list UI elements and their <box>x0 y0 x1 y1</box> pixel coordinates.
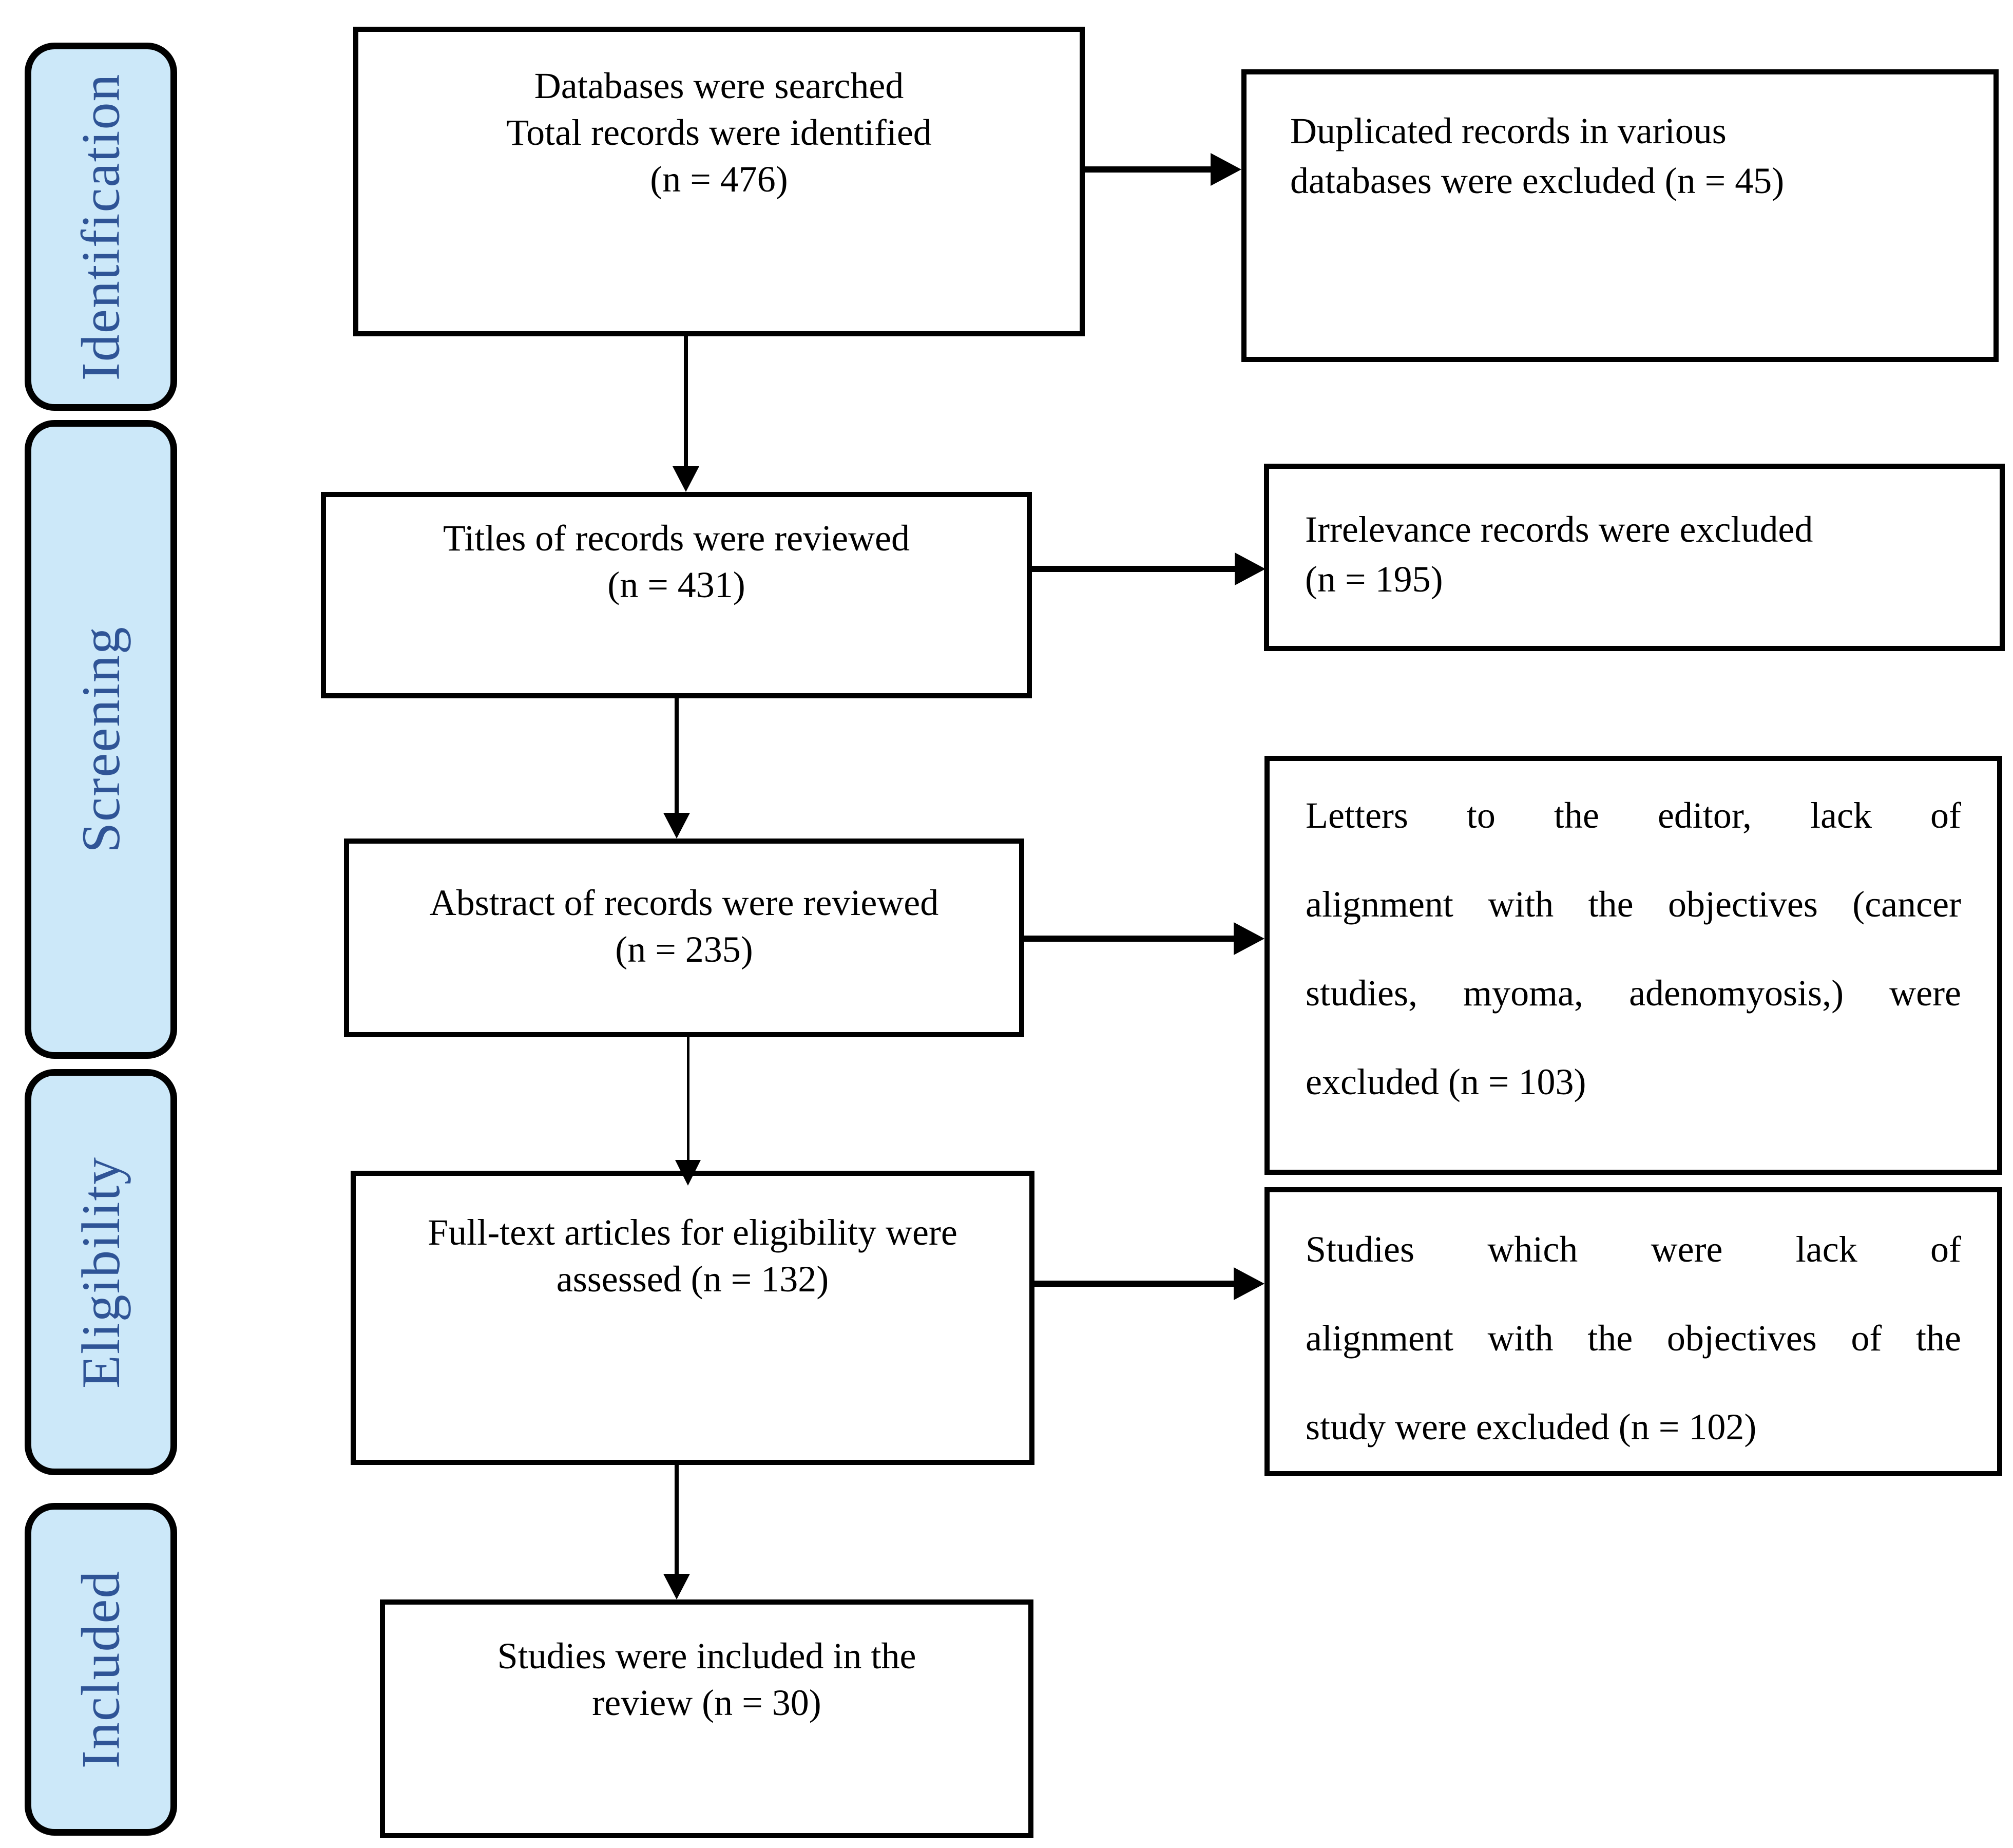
arrow-titles-to-irrelevant-head-icon <box>1235 553 1266 585</box>
stage-screening-label: Screening <box>70 626 131 853</box>
arrow-titles-to-abstracts-shaft <box>675 698 679 814</box>
flow-box-abstracts-reviewed-line1: Abstract of records were reviewed <box>429 882 939 923</box>
flow-box-records-identified: Databases were searched Total records we… <box>353 27 1085 336</box>
arrow-fulltext-to-misaligned-head-icon <box>1234 1267 1264 1300</box>
exclusion-box-misaligned-line3: study were excluded (n = 102) <box>1306 1406 1757 1447</box>
exclusion-box-misaligned: Studies which were lack of alignment wit… <box>1264 1187 2002 1476</box>
flow-box-abstracts-reviewed-count: (n = 235) <box>615 929 753 970</box>
arrow-identified-to-titles-head-icon <box>673 466 699 492</box>
exclusion-box-irrelevant: Irrelevance records were excluded (n = 1… <box>1264 464 2005 651</box>
exclusion-box-letters-line1: Letters to the editor, lack of <box>1306 795 1961 836</box>
flow-box-records-identified-count: (n = 476) <box>650 159 788 200</box>
stage-identification: Identification <box>25 43 177 411</box>
flow-box-titles-reviewed-count: (n = 431) <box>607 564 745 605</box>
flow-box-fulltext-assessed-line1: Full-text articles for eligibility were <box>428 1212 957 1253</box>
flow-box-abstracts-reviewed: Abstract of records were reviewed (n = 2… <box>344 839 1024 1037</box>
arrow-titles-to-irrelevant-shaft <box>1032 566 1236 572</box>
flow-box-records-identified-line1: Databases were searched <box>534 65 904 106</box>
exclusion-box-duplicates-line2: databases were excluded (n = 45) <box>1290 160 1785 201</box>
stage-included: Included <box>25 1503 177 1836</box>
flow-box-records-identified-line2: Total records were identified <box>506 112 932 153</box>
exclusion-box-letters: Letters to the editor, lack of alignment… <box>1264 756 2002 1175</box>
flow-box-titles-reviewed-line1: Titles of records were reviewed <box>443 518 910 559</box>
stage-eligibility-label: Eligibility <box>70 1156 131 1388</box>
arrow-fulltext-to-included-shaft <box>675 1465 679 1575</box>
arrow-identified-to-duplicates-head-icon <box>1211 153 1241 186</box>
arrow-fulltext-to-included-head-icon <box>663 1574 690 1599</box>
exclusion-box-letters-line2: alignment with the objectives (cancer <box>1306 884 1961 925</box>
stage-eligibility: Eligibility <box>25 1069 177 1475</box>
arrow-abstracts-to-fulltext-head-icon <box>675 1160 701 1186</box>
exclusion-box-irrelevant-line1: Irrelevance records were excluded <box>1305 509 1813 550</box>
flow-box-studies-included-line2: review (n = 30) <box>592 1682 821 1723</box>
flow-box-titles-reviewed: Titles of records were reviewed (n = 431… <box>321 492 1032 698</box>
arrow-abstracts-to-fulltext-shaft <box>687 1037 689 1161</box>
exclusion-box-irrelevant-line2: (n = 195) <box>1305 559 1443 600</box>
flow-box-fulltext-assessed-line2: assessed (n = 132) <box>556 1259 829 1300</box>
stage-screening: Screening <box>25 420 177 1059</box>
exclusion-box-duplicates: Duplicated records in various databases … <box>1241 69 1999 362</box>
arrow-identified-to-titles-shaft <box>684 336 688 467</box>
flow-box-fulltext-assessed: Full-text articles for eligibility were … <box>351 1171 1034 1465</box>
exclusion-box-duplicates-line1: Duplicated records in various <box>1290 110 1727 151</box>
exclusion-box-letters-line3: studies, myoma, adenomyosis,) were <box>1306 973 1961 1014</box>
arrow-fulltext-to-misaligned-shaft <box>1034 1281 1235 1287</box>
flow-box-studies-included: Studies were included in the review (n =… <box>380 1599 1033 1838</box>
arrow-abstracts-to-letters-head-icon <box>1234 922 1264 955</box>
exclusion-box-misaligned-line1: Studies which were lack of <box>1306 1229 1961 1270</box>
stage-included-label: Included <box>70 1570 131 1769</box>
arrow-abstracts-to-letters-shaft <box>1024 936 1235 942</box>
exclusion-box-misaligned-line2: alignment with the objectives of the <box>1306 1318 1961 1359</box>
flow-box-studies-included-line1: Studies were included in the <box>497 1635 916 1676</box>
exclusion-box-letters-line4: excluded (n = 103) <box>1306 1061 1586 1102</box>
arrow-titles-to-abstracts-head-icon <box>663 813 690 839</box>
stage-identification-label: Identification <box>70 73 131 380</box>
arrow-identified-to-duplicates-shaft <box>1085 166 1212 173</box>
